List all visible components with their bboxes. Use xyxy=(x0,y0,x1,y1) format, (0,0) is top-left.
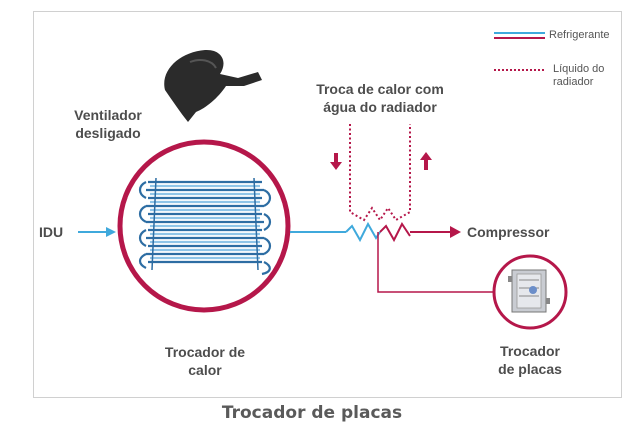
heat-exchange-label: Troca de calor com água do radiador xyxy=(300,80,460,116)
plate-exchanger-label: Trocador de placas xyxy=(480,342,580,378)
plate-exchanger-line1: Trocador xyxy=(500,343,560,359)
plate-exchanger-icon xyxy=(508,269,550,313)
idu-arrowhead-icon xyxy=(106,227,116,237)
compressor-arrowhead-icon xyxy=(450,226,461,238)
heat-exchanger-line2: calor xyxy=(188,362,222,378)
fan-icon xyxy=(164,49,262,122)
heat-exchanger-coil-icon xyxy=(138,177,272,276)
heat-exchanger-line1: Trocador de xyxy=(164,344,246,360)
heat-exchange-line2: água do radiador xyxy=(323,99,437,115)
refrigerant-zigzag-blue xyxy=(345,221,381,243)
heat-exchanger-label: Trocador de calor xyxy=(140,343,270,379)
refrigerant-zigzag-red xyxy=(379,222,411,243)
radiator-liquid-loop xyxy=(349,124,411,222)
idu-label: IDU xyxy=(39,224,64,240)
fan-off-line2: desligado xyxy=(75,125,141,141)
fan-off-line1: Ventilador xyxy=(74,107,142,123)
legend-refrigerant-label: Refrigerante xyxy=(549,29,610,41)
legend-radiator-label: Líquido do radiador xyxy=(553,63,605,88)
figure-caption: Trocador de placas xyxy=(221,403,403,423)
fan-off-label: Ventilador desligado xyxy=(56,106,160,142)
compressor-label: Compressor xyxy=(467,224,550,240)
heat-exchange-line1: Troca de calor com xyxy=(316,81,444,97)
down-arrow-icon xyxy=(330,153,342,170)
plate-exchanger-connector xyxy=(377,232,494,293)
up-arrow-icon xyxy=(420,152,432,170)
plate-exchanger-line2: de placas xyxy=(498,361,562,377)
